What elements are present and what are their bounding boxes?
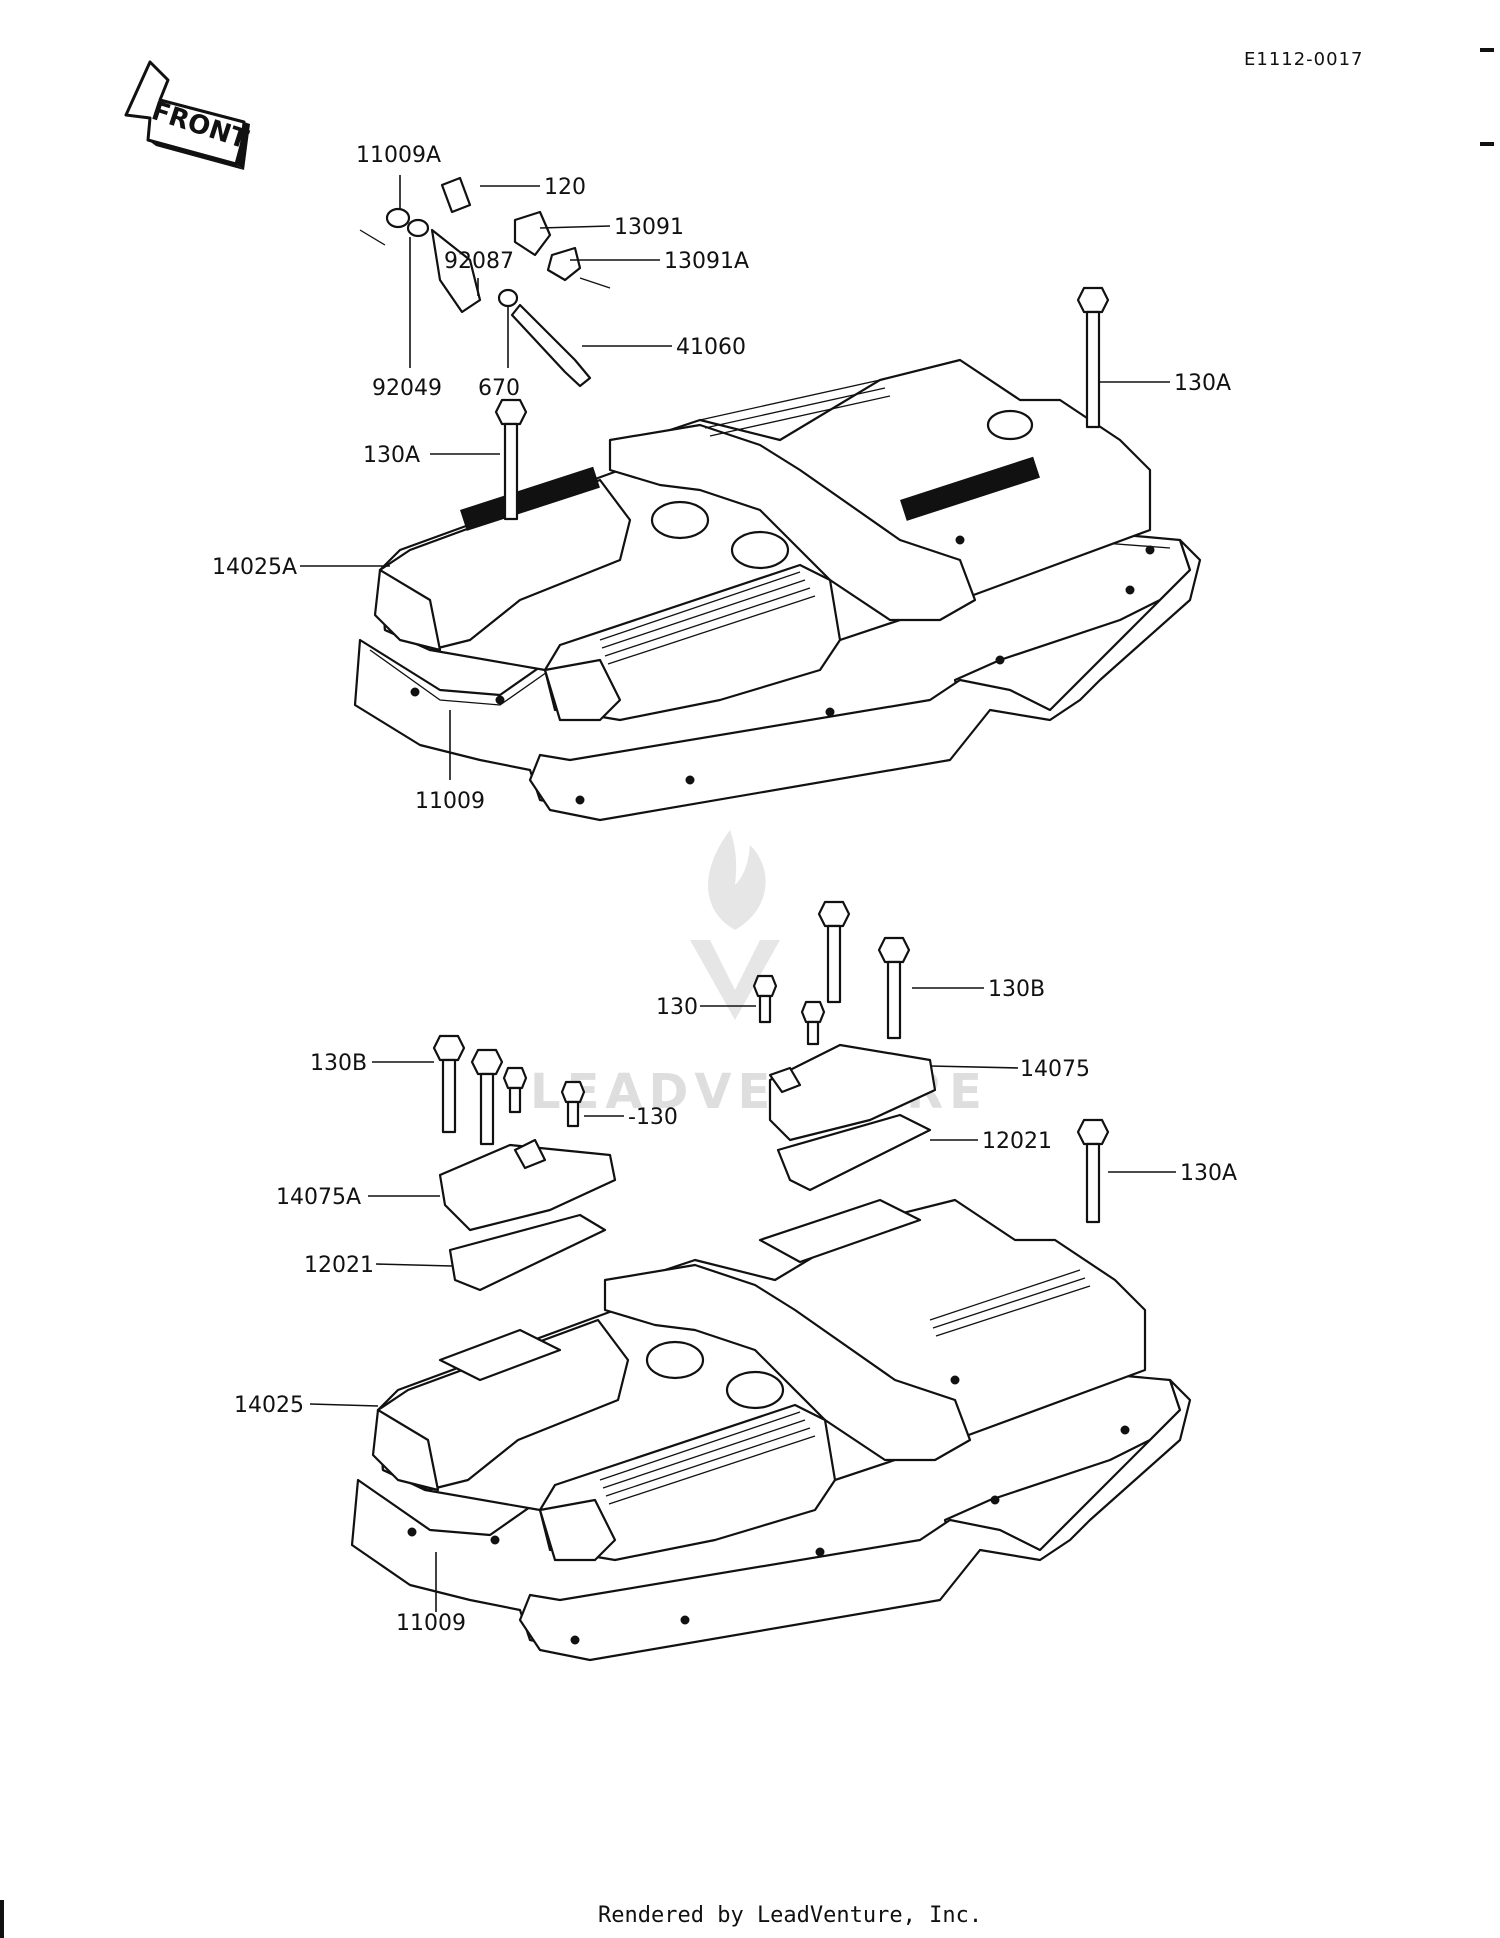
bolt-130a-left [494,398,528,521]
o-ring-92049 [406,218,430,238]
label-11009a: 11009A [356,143,441,168]
cooling-fins [599,1269,1091,1505]
plug-hole [645,1340,705,1380]
reed-plate-12021-right [776,1113,932,1192]
shaft-41060 [510,303,592,388]
head-cover-center-bridge [603,1263,972,1462]
screw-120 [440,176,472,214]
label-14025: 14025 [234,1393,304,1418]
breather-nozzle [513,1138,547,1170]
label-11009: 11009 [415,789,485,814]
label-130a-left: 130A [363,443,420,468]
breather-recess [438,1328,562,1382]
cooling-fins [599,379,891,665]
label-14075a: 14075A [276,1185,361,1210]
front-arrow-badge: FRONT [124,60,252,170]
label-130b-right: 130B [988,977,1045,1002]
gasket-holes [410,535,1155,805]
label-130b-left: 130B [310,1051,367,1076]
label-130: 130 [656,995,698,1020]
plug-hole [986,409,1034,441]
label-41060: 41060 [676,335,746,360]
bolt-130-right-a [752,974,778,1024]
plug-hole [650,500,710,540]
label-92087: 92087 [444,249,514,274]
bolt-130b-left [432,1034,466,1134]
label-670: 670 [478,376,520,401]
label-11009-lower: 11009 [396,1611,466,1636]
upper-assembly: 11009A 120 13091 13091A 92087 41060 9204… [212,143,1231,822]
o-ring-670 [497,288,519,308]
bolt-130b-top [817,900,851,1004]
leader-lines-lower [309,987,1176,1612]
label-92049: 92049 [372,376,442,401]
edge-mark [0,1900,4,1938]
fitting-92087 [430,228,482,314]
diagram-code: E1112-0017 [1244,49,1364,70]
label-130a-right: 130A [1174,371,1231,396]
label-12021-left: 12021 [304,1253,374,1278]
bolt-130a-lower [1076,1118,1110,1224]
head-cover-end-cap-left [373,568,442,652]
bolt-130-left-b [560,1080,586,1128]
edge-mark [1480,48,1494,52]
cover-lettering [900,456,1040,521]
breather-cover-14075 [768,1043,937,1142]
head-cover-gasket-rear [528,538,1202,822]
lower-assembly: 130 130B 130B 14075 -130 12021 130A 1407… [234,900,1237,1662]
label-130-left: -130 [628,1105,678,1130]
label-12021-right: 12021 [982,1129,1052,1154]
bolt-130b-mid [470,1048,504,1146]
bolt-130b-right [877,936,911,1040]
label-14075: 14075 [1020,1057,1090,1082]
label-13091a: 13091A [664,249,749,274]
head-cover-end-cap [538,1498,617,1562]
label-130a: 130A [1180,1161,1237,1186]
label-13091: 13091 [614,215,684,240]
gasket-holes [407,1375,1130,1645]
head-cover-end-cap [543,658,622,722]
plate-13091a [546,246,582,282]
bolt-130-right-b [800,1000,826,1046]
plug-hole [730,530,790,570]
leader-lines-upper [300,175,1170,780]
seal-ring-11009a [385,207,411,229]
plate-13091 [513,210,552,257]
bolt-130a-right [1076,286,1110,429]
breather-nozzle [768,1066,802,1094]
label-120: 120 [544,175,586,200]
label-14025a: 14025A [212,555,297,580]
reed-plate-12021-left [448,1213,607,1292]
head-cover-center-bridge [608,423,977,622]
breather-recess [758,1198,922,1264]
head-cover-gasket-rear [518,1378,1192,1662]
bolt-130-left-a [502,1066,528,1114]
cover-lettering [460,466,600,531]
footer-credit: Rendered by LeadVenture, Inc. [598,1903,982,1928]
plug-hole [725,1370,785,1410]
edge-mark [1480,142,1494,146]
head-cover-end-cap-left [371,1408,440,1492]
